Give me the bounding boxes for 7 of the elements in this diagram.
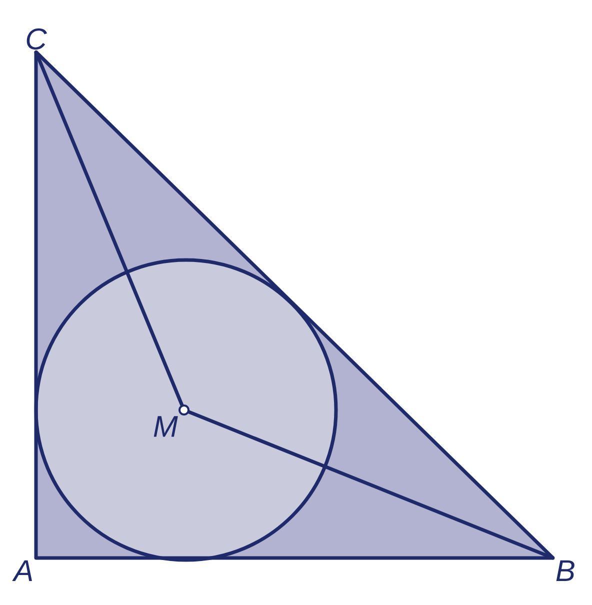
node-label: M (154, 416, 178, 437)
vertex-point: C (26, 28, 47, 50)
line-segment (34, 50, 184, 407)
center-point: M (154, 404, 190, 437)
vertex-point: B (556, 560, 574, 582)
vertex-point: A (12, 560, 32, 582)
line-segment (187, 410, 555, 560)
